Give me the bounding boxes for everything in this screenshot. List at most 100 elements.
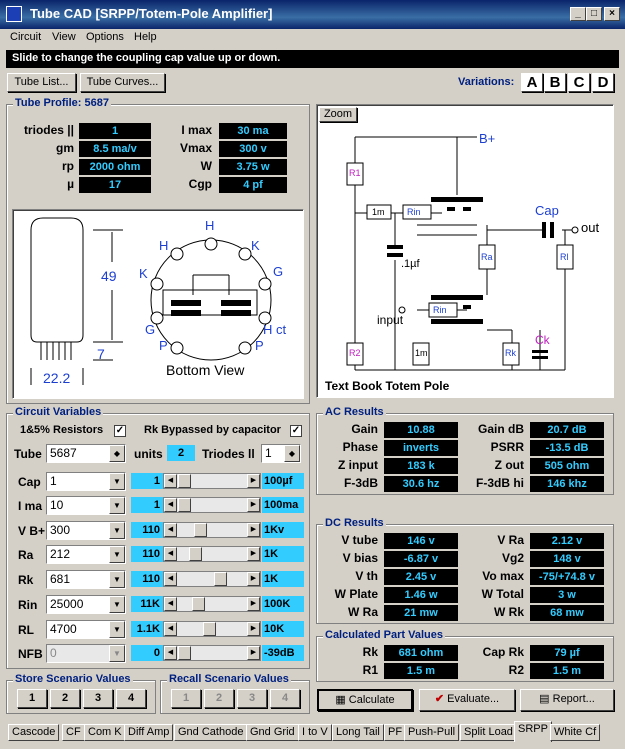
chevron-down-icon[interactable]: ▼ bbox=[109, 522, 125, 539]
left-arrow-icon[interactable]: ◀ bbox=[164, 547, 177, 561]
menu-circuit[interactable]: Circuit bbox=[10, 31, 42, 43]
tab-srpp[interactable]: SRPP bbox=[514, 721, 552, 742]
recall-button[interactable]: 3 bbox=[237, 689, 267, 708]
left-arrow-icon[interactable]: ◀ bbox=[164, 498, 177, 512]
var-field[interactable]: 10▼ bbox=[46, 496, 126, 515]
var-field[interactable]: 1▼ bbox=[46, 472, 126, 491]
value-slider[interactable]: ◀▶ bbox=[163, 596, 261, 612]
menu-options[interactable]: Options bbox=[86, 31, 124, 43]
tab-cascode[interactable]: Cascode bbox=[8, 724, 60, 741]
tab-gnd-grid[interactable]: Gnd Grid bbox=[246, 724, 299, 741]
tab-com-k[interactable]: Com K bbox=[84, 724, 126, 741]
left-arrow-icon[interactable]: ◀ bbox=[164, 597, 177, 611]
chevron-down-icon[interactable]: ▼ bbox=[109, 497, 125, 514]
var-field[interactable]: 300▼ bbox=[46, 521, 126, 540]
chevron-down-icon[interactable]: ▼ bbox=[109, 621, 125, 638]
chevron-down-icon[interactable]: ▼ bbox=[109, 473, 125, 490]
value-slider[interactable]: ◀▶ bbox=[163, 645, 261, 661]
slider-value: 0 bbox=[131, 645, 163, 661]
tab-cf[interactable]: CF bbox=[62, 724, 85, 741]
left-arrow-icon[interactable]: ◀ bbox=[164, 622, 177, 636]
variation-a-button[interactable]: A bbox=[521, 73, 543, 92]
tab-white-cf[interactable]: White Cf bbox=[550, 724, 601, 741]
variation-d-button[interactable]: D bbox=[592, 73, 614, 92]
report-button[interactable]: ▤ Report... bbox=[520, 689, 614, 711]
slider-thumb[interactable] bbox=[188, 547, 202, 561]
left-arrow-icon[interactable]: ◀ bbox=[164, 523, 177, 537]
tab-long-tail[interactable]: Long Tail bbox=[332, 724, 384, 741]
minimize-button[interactable]: _ bbox=[570, 7, 586, 21]
slider-thumb[interactable] bbox=[178, 474, 191, 488]
store-button[interactable]: 3 bbox=[83, 689, 113, 708]
slider-thumb[interactable] bbox=[194, 523, 208, 537]
tube-list-button[interactable]: Tube List... bbox=[7, 73, 76, 92]
tab-i-to-v[interactable]: I to V bbox=[298, 724, 332, 741]
chevron-down-icon[interactable]: ▼ bbox=[109, 571, 125, 588]
value-slider[interactable]: ◀▶ bbox=[163, 522, 261, 538]
store-button[interactable]: 2 bbox=[50, 689, 80, 708]
tab-push-pull[interactable]: Push-Pull bbox=[404, 724, 460, 741]
tube-curves-button[interactable]: Tube Curves... bbox=[80, 73, 165, 92]
chevron-down-icon[interactable]: ▼ bbox=[109, 645, 125, 662]
left-arrow-icon[interactable]: ◀ bbox=[164, 572, 177, 586]
chevron-down-icon[interactable]: ▼ bbox=[109, 546, 125, 563]
variation-c-button[interactable]: C bbox=[568, 73, 590, 92]
tube-field[interactable]: 5687◆ bbox=[46, 444, 126, 463]
calculate-button[interactable]: ▦ Calculate bbox=[317, 689, 413, 711]
store-button[interactable]: 1 bbox=[17, 689, 47, 708]
right-arrow-icon[interactable]: ▶ bbox=[247, 646, 260, 660]
right-arrow-icon[interactable]: ▶ bbox=[247, 597, 260, 611]
recall-button[interactable]: 4 bbox=[270, 689, 300, 708]
slider-thumb[interactable] bbox=[203, 622, 217, 636]
var-field[interactable]: 25000▼ bbox=[46, 595, 126, 614]
slider-thumb[interactable] bbox=[178, 646, 191, 660]
value-slider[interactable]: ◀▶ bbox=[163, 497, 261, 513]
zoom-button[interactable]: Zoom bbox=[319, 107, 357, 122]
right-arrow-icon[interactable]: ▶ bbox=[247, 523, 260, 537]
spin-icon[interactable]: ◆ bbox=[109, 445, 125, 462]
right-arrow-icon[interactable]: ▶ bbox=[247, 572, 260, 586]
tab-split-load[interactable]: Split Load bbox=[460, 724, 517, 741]
var-field[interactable]: 4700▼ bbox=[46, 620, 126, 639]
menu-view[interactable]: View bbox=[52, 31, 76, 43]
variation-b-button[interactable]: B bbox=[544, 73, 566, 92]
right-arrow-icon[interactable]: ▶ bbox=[247, 498, 260, 512]
close-button[interactable]: × bbox=[604, 7, 620, 21]
slider-thumb[interactable] bbox=[178, 498, 191, 512]
resistors-label: 1&5% Resistors bbox=[20, 424, 104, 436]
right-arrow-icon[interactable]: ▶ bbox=[247, 547, 260, 561]
left-arrow-icon[interactable]: ◀ bbox=[164, 646, 177, 660]
var-field[interactable]: 212▼ bbox=[46, 545, 126, 564]
value-slider[interactable]: ◀▶ bbox=[163, 473, 261, 489]
resistors-checkbox[interactable]: ✓ bbox=[114, 425, 126, 437]
var-field[interactable]: 681▼ bbox=[46, 570, 126, 589]
right-arrow-icon[interactable]: ▶ bbox=[247, 474, 260, 488]
store-button[interactable]: 4 bbox=[116, 689, 146, 708]
right-arrow-icon[interactable]: ▶ bbox=[247, 622, 260, 636]
tab-diff-amp[interactable]: Diff Amp bbox=[124, 724, 174, 741]
slider-thumb[interactable] bbox=[214, 572, 228, 586]
recall-button[interactable]: 2 bbox=[204, 689, 234, 708]
tab-pf[interactable]: PF bbox=[384, 724, 407, 741]
var-label: I ma bbox=[18, 499, 43, 513]
slider-value: 1.1K bbox=[131, 621, 163, 637]
rk-bypass-checkbox[interactable]: ✓ bbox=[290, 425, 302, 437]
left-arrow-icon[interactable]: ◀ bbox=[164, 474, 177, 488]
evaluate-button[interactable]: ✔ Evaluate... bbox=[419, 689, 515, 711]
spin-icon[interactable]: ◆ bbox=[284, 445, 300, 462]
tp-label: I max bbox=[181, 123, 212, 137]
value-slider[interactable]: ◀▶ bbox=[163, 571, 261, 587]
schematic-diagram bbox=[346, 136, 579, 371]
value-slider[interactable]: ◀▶ bbox=[163, 621, 261, 637]
r2-label: R2 bbox=[349, 348, 361, 358]
menu-help[interactable]: Help bbox=[134, 31, 157, 43]
recall-button[interactable]: 1 bbox=[171, 689, 201, 708]
tab-gnd-cathode[interactable]: Gnd Cathode bbox=[174, 724, 248, 741]
chevron-down-icon[interactable]: ▼ bbox=[109, 596, 125, 613]
maximize-button[interactable]: □ bbox=[586, 7, 602, 21]
value-slider[interactable]: ◀▶ bbox=[163, 546, 261, 562]
slider-thumb[interactable] bbox=[191, 597, 205, 611]
var-field[interactable]: 0▼ bbox=[46, 644, 126, 663]
triodes-field[interactable]: 1◆ bbox=[261, 444, 301, 463]
pin-label: H bbox=[159, 238, 169, 253]
